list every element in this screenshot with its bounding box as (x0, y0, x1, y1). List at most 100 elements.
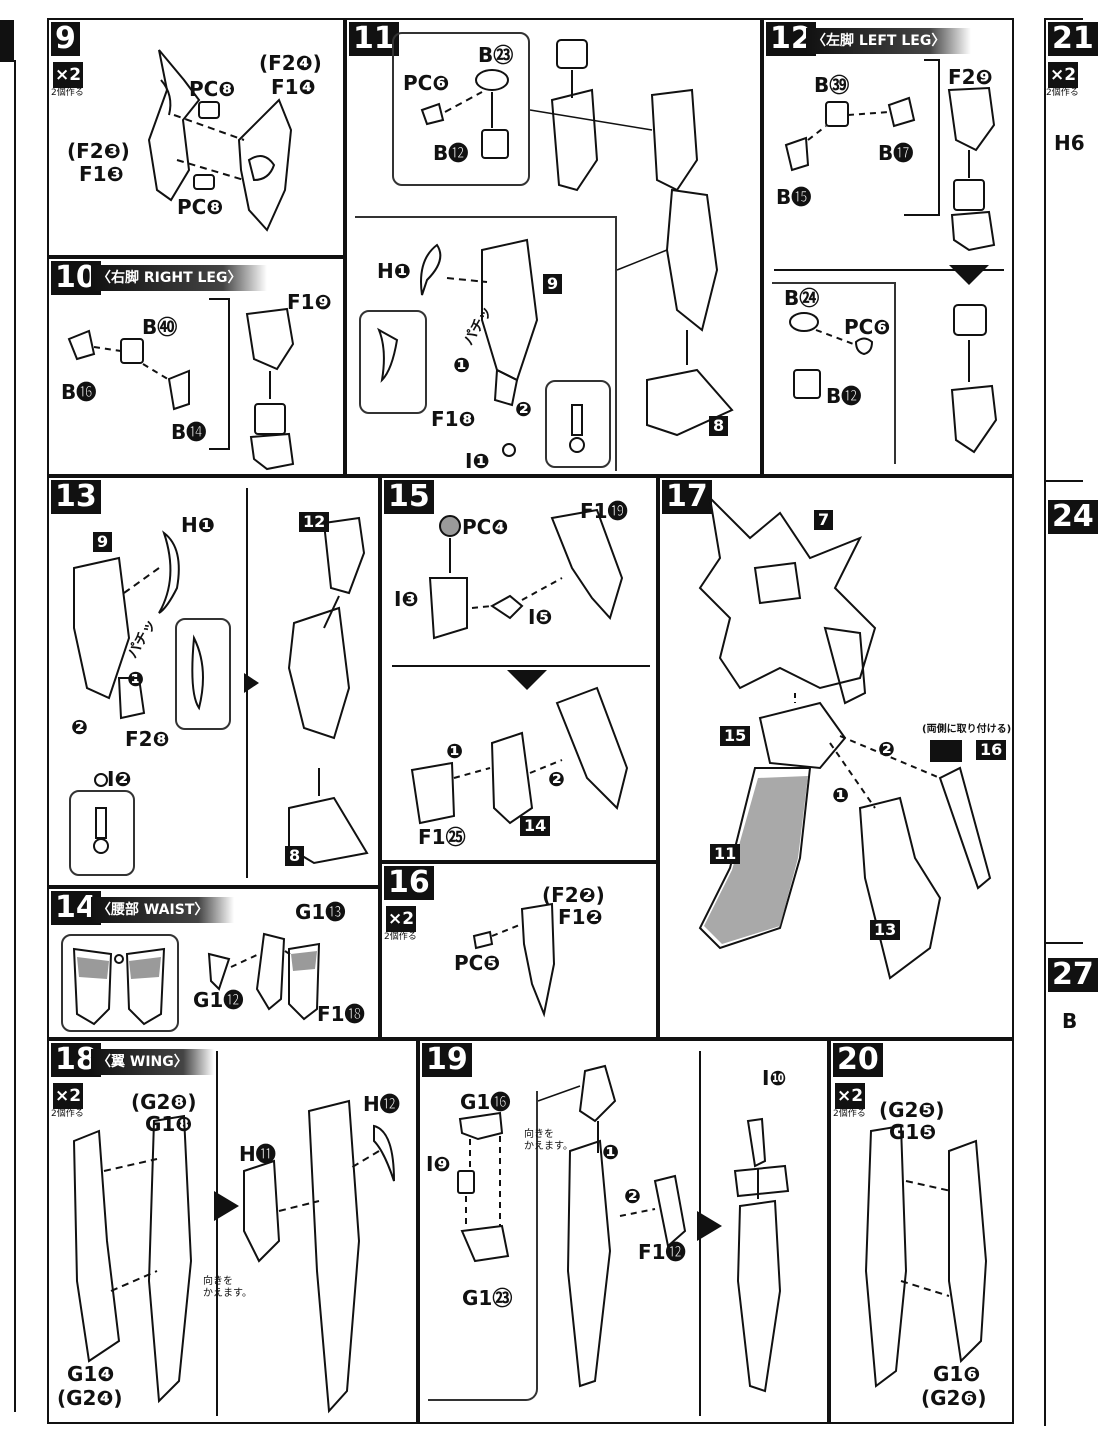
ref-step-12: 12 (299, 512, 330, 532)
step-number: 19 (422, 1043, 472, 1077)
wing-left-illustration (864, 1124, 988, 1388)
step-order-1: ❶ (127, 667, 144, 691)
step-title: 〈翼 WING〉 (91, 1049, 214, 1075)
make-two-badge: ×2 2個作る (833, 1083, 866, 1120)
label-g1-6: G1❻ (933, 1362, 981, 1386)
sub-assembly-box (392, 32, 530, 186)
ref-step-8: 8 (709, 416, 729, 436)
step-number-27: 27 (1048, 958, 1098, 992)
step-18-panel: 18 〈翼 WING〉 ×2 2個作る (G2❽) G1❽ H⓫ H⓬ G1❹ … (47, 1039, 418, 1424)
label-h1: H❶ (377, 259, 411, 283)
label-h11: H⓫ (239, 1142, 276, 1166)
label-g1-5: G1❺ (889, 1120, 937, 1144)
make-two-badge: ×2 2個作る (1046, 62, 1079, 99)
label-b17: B⓱ (878, 141, 914, 165)
label-g16: G1⓰ (460, 1090, 511, 1114)
step-order-1: ❶ (602, 1140, 619, 1164)
label-f19: F1❾ (287, 290, 332, 314)
step-19-panel: 19 G1⓰ I❾ G1㉓ 向きを かえます。 ❶ ❷ F1⓬ I❿ (418, 1039, 829, 1424)
step-number: 20 (833, 1043, 883, 1077)
label-f2-3: (F2❸) (67, 139, 130, 163)
step-order-2: ❷ (515, 397, 532, 421)
label-f19: F1⓳ (580, 499, 628, 523)
label-b39: B㊴ (814, 73, 850, 97)
ref-step-7: 7 (814, 510, 834, 530)
label-pc5: PC❺ (454, 951, 501, 975)
step-order-1: ❶ (453, 353, 470, 377)
label-b: B (1062, 1009, 1078, 1033)
step-title: 〈左脚 LEFT LEG〉 (806, 28, 972, 54)
step-number: 13 (51, 480, 101, 514)
left-page-edge (0, 0, 16, 1440)
step-number-24: 24 (1048, 500, 1098, 534)
right-leg-illustration (67, 298, 295, 471)
sub-assembly-frame (355, 216, 617, 471)
label-i2: I❷ (107, 767, 132, 791)
attach-both-sides-note: (両側に取り付ける) (922, 724, 1012, 735)
label-g2-8: (G2❽) (131, 1090, 197, 1114)
step-number: 9 (51, 22, 80, 56)
label-b14: B⓮ (171, 420, 207, 444)
step-11-panel: 11 B㉓ PC❻ B⓬ H❶ 9 パチッ ❶ (345, 18, 762, 476)
ref-step-16: 16 (976, 740, 1007, 760)
ref-step-9: 9 (543, 274, 563, 294)
label-i5: I❺ (528, 605, 553, 629)
side-armor-illustration (472, 902, 556, 1018)
hip-joint-illustration (392, 508, 650, 825)
label-b16: B⓰ (61, 380, 97, 404)
label-pc8-top: PC❽ (189, 77, 236, 101)
ref-step-8: 8 (285, 846, 305, 866)
turn-direction-note: 向きを かえます。 (203, 1276, 252, 1299)
label-f18: F1⓲ (317, 1002, 365, 1026)
label-f1-4: F1❹ (271, 75, 316, 99)
step-title: 〈腰部 WAIST〉 (91, 897, 235, 923)
detail-callout-peg (69, 790, 135, 876)
detail-callout-armor (359, 310, 427, 414)
label-g13: G1⓭ (295, 900, 346, 924)
step-15-panel: 15 PC❹ F1⓳ I❸ I❺ ❶ ❷ F1㉕ 14 (380, 476, 658, 862)
ref-step-11: 11 (710, 844, 741, 864)
label-i10: I❿ (762, 1066, 787, 1090)
label-b12: B⓬ (433, 141, 469, 165)
robot-lower-body-illustration (698, 495, 992, 980)
label-f2-2: (F2❷) (542, 883, 605, 907)
step-13-panel: 13 9 H❶ パチッ ❶ ❷ F2❽ I❷ 12 8 (47, 476, 380, 887)
detail-callout-waist (61, 934, 179, 1032)
label-f18: F1❽ (431, 407, 476, 431)
label-b15: B⓯ (776, 185, 812, 209)
label-i3: I❸ (394, 587, 419, 611)
label-h1: H❶ (181, 513, 215, 537)
right-page-edge: 21 ×2 2個作る H6 24 27 B (1044, 18, 1098, 1426)
label-pc8-bottom: PC❽ (177, 195, 224, 219)
ref-step-13: 13 (870, 920, 901, 940)
label-g12: G1⓬ (193, 988, 244, 1012)
step-order-2: ❷ (624, 1184, 641, 1208)
label-g2-5: (G2❺) (879, 1098, 945, 1122)
label-g2-6: (G2❻) (921, 1386, 987, 1410)
label-pc4: PC❹ (462, 515, 509, 539)
turn-direction-note: 向きを かえます。 (524, 1129, 573, 1152)
label-g1-23: G1㉓ (462, 1286, 513, 1310)
label-i1: I❶ (465, 449, 490, 473)
divider (1046, 480, 1083, 482)
waist-illustration (72, 932, 321, 1026)
step-order-2: ❷ (71, 715, 88, 739)
wing-illustration (72, 1051, 395, 1416)
step-number: 15 (384, 480, 434, 514)
label-f1-2: F1❷ (558, 905, 603, 929)
detail-callout-armor (175, 618, 231, 730)
step-9-panel: 9 ×2 2個作る PC❽ (F2❹) F1❹ (F2❸) F1❸ PC❽ (47, 18, 345, 257)
step-14-panel: 14 〈腰部 WAIST〉 G1⓭ G1⓬ F1⓲ (47, 887, 380, 1039)
step-number-21: 21 (1048, 22, 1098, 56)
label-g1-8: G1❽ (145, 1112, 193, 1136)
leg-assembly-illustration (377, 39, 734, 457)
ref-step-15: 15 (720, 726, 751, 746)
label-f1-3: F1❸ (79, 162, 124, 186)
label-b40: B㊵ (142, 315, 178, 339)
make-two-badge: ×2 2個作る (384, 906, 417, 943)
step-12-panel: 12 〈左脚 LEFT LEG〉 B㊴ B⓱ B⓯ F2❾ B㉔ PC❻ B⓬ (762, 18, 1014, 476)
step-17-panel: 17 7 15 11 13 ❷ ❶ (両側に取り付ける) 16 (658, 476, 1014, 1039)
make-two-badge: ×2 2個作る (51, 1083, 84, 1120)
left-leg-illustration (774, 59, 1004, 454)
divider (1046, 942, 1083, 944)
